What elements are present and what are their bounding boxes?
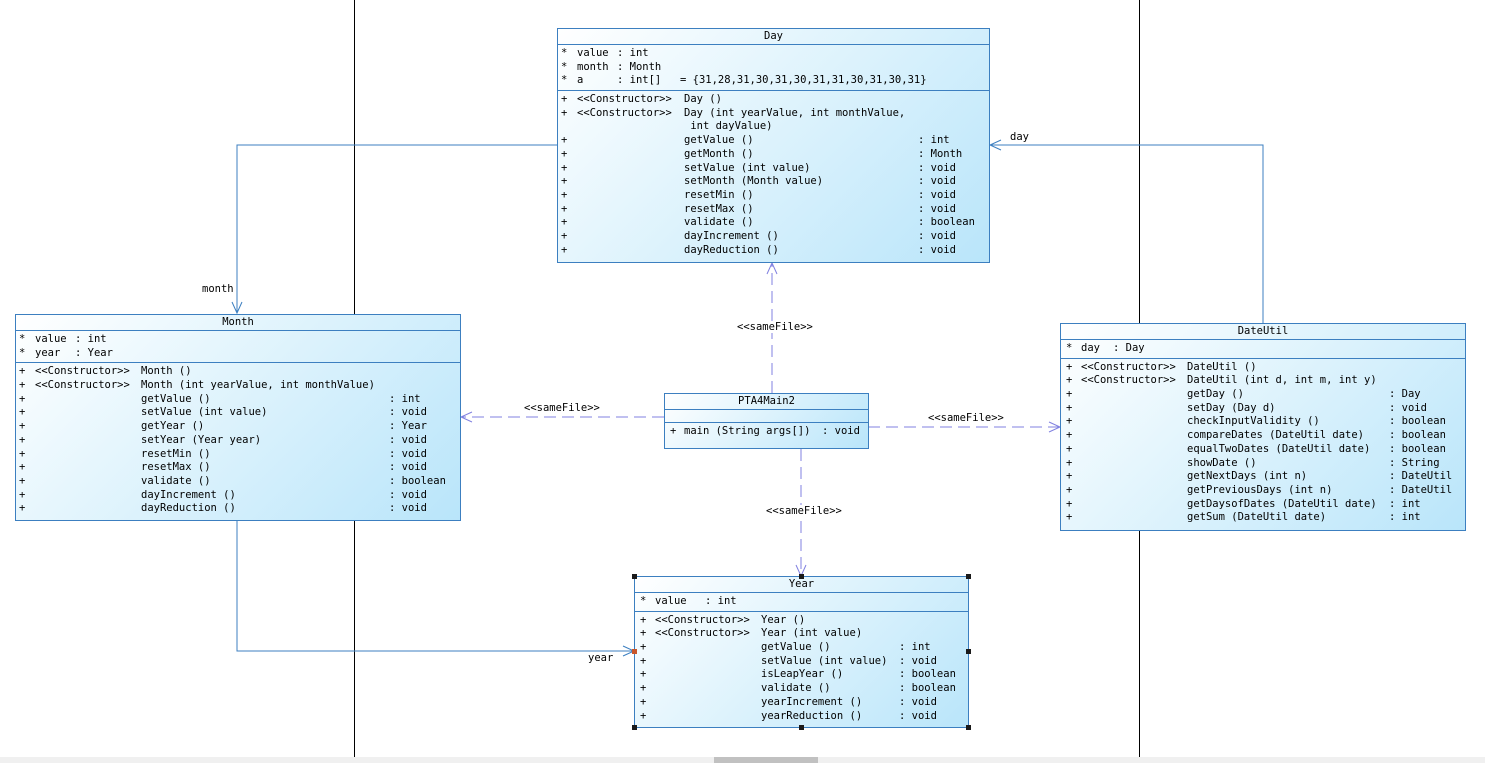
constructor-row: +<<Constructor>>Day (int yearValue, int … — [561, 106, 906, 119]
operation-section: +main (String args[]): void — [665, 423, 868, 441]
attribute-row: *value: int — [19, 333, 107, 345]
constructor-row: +<<Constructor>>Year () — [640, 613, 806, 626]
operation-section: +<<Constructor>>Year () +<<Constructor>>… — [635, 612, 968, 726]
attribute-section: *value: int *month: Month *a: int[]= {31… — [558, 45, 989, 92]
method-row: +dayIncrement (): void — [19, 488, 427, 501]
method-row: +validate (): boolean — [640, 682, 956, 695]
method-row: +setValue (int value): void — [640, 654, 937, 667]
attribute-section: *day: Day — [1061, 340, 1465, 359]
method-row: +showDate (): String — [1066, 456, 1440, 469]
method-row: +yearReduction (): void — [640, 709, 937, 722]
method-row: +yearIncrement (): void — [640, 695, 937, 708]
method-row: +dayIncrement (): void — [561, 229, 956, 242]
method-row: +resetMax (): void — [561, 202, 956, 215]
assoc-day-month — [236, 144, 557, 313]
method-row: +validate (): boolean — [561, 216, 975, 229]
attribute-row: *value: int — [640, 595, 737, 607]
dep-arrow-day — [766, 261, 778, 275]
class-year[interactable]: Year *value: int +<<Constructor>>Year ()… — [634, 576, 969, 728]
class-title: Year — [635, 577, 968, 593]
resize-handle-ne[interactable] — [966, 574, 971, 579]
constructor-row: +<<Constructor>>Month () — [19, 365, 192, 378]
method-row: +validate (): boolean — [19, 474, 446, 487]
role-day-label: day — [1010, 131, 1029, 143]
method-row: +getDay (): Day — [1066, 388, 1421, 401]
horizontal-scrollbar[interactable] — [0, 757, 1485, 763]
constructor-row: +<<Constructor>>DateUtil () — [1066, 360, 1257, 373]
method-row: +getSum (DateUtil date): int — [1066, 511, 1421, 524]
class-title: DateUtil — [1061, 324, 1465, 340]
attribute-section: *value: int *year: Year — [16, 331, 460, 364]
class-title: Day — [558, 29, 989, 45]
resize-handle-e[interactable] — [966, 649, 971, 654]
method-row: +getValue (): int — [640, 641, 931, 654]
constructor-row: +<<Constructor>>Month (int yearValue, in… — [19, 379, 375, 392]
class-dateutil[interactable]: DateUtil *day: Day +<<Constructor>>DateU… — [1060, 323, 1466, 531]
role-month-label: month — [202, 283, 234, 295]
samefile-dateutil-label: <<sameFile>> — [928, 412, 1004, 424]
attribute-row: *year: Year — [19, 346, 113, 359]
attribute-row: *a: int[]= {31,28,31,30,31,30,31,31,30,3… — [561, 74, 927, 87]
attribute-row: *value: int — [561, 47, 649, 59]
samefile-year-label: <<sameFile>> — [766, 505, 842, 517]
dep-arrow-month — [459, 411, 473, 423]
method-row: +getPreviousDays (int n): DateUtil — [1066, 483, 1453, 496]
method-row: +compareDates (DateUtil date): boolean — [1066, 429, 1446, 442]
constructor-row: +<<Constructor>>DateUtil (int d, int m, … — [1066, 374, 1377, 387]
resize-handle-se[interactable] — [966, 725, 971, 730]
class-title: Month — [16, 315, 460, 331]
resize-handle-n[interactable] — [799, 574, 804, 579]
resize-handle-nw[interactable] — [632, 574, 637, 579]
method-row: +dayReduction (): void — [561, 243, 956, 256]
samefile-month-label: <<sameFile>> — [524, 402, 600, 414]
constructor-row: +<<Constructor>>Year (int value) — [640, 627, 863, 640]
method-row: +main (String args[]): void — [670, 425, 860, 437]
method-row: +getValue (): int — [19, 392, 421, 405]
method-row: +getMonth (): Month — [561, 147, 963, 160]
arrow-day — [988, 139, 1002, 151]
class-pta4main2[interactable]: PTA4Main2 +main (String args[]): void — [664, 393, 869, 449]
attribute-section — [665, 410, 868, 423]
arrow-month — [231, 301, 243, 315]
assoc-month-year — [236, 520, 634, 652]
class-month[interactable]: Month *value: int *year: Year +<<Constru… — [15, 314, 461, 521]
class-title: PTA4Main2 — [665, 394, 868, 410]
method-row: +getYear (): Year — [19, 420, 427, 433]
constructor-row: int dayValue) — [684, 120, 773, 133]
resize-handle-s[interactable] — [799, 725, 804, 730]
method-row: +getNextDays (int n): DateUtil — [1066, 470, 1453, 483]
method-row: +resetMax (): void — [19, 461, 427, 474]
constructor-row: +<<Constructor>>Day () — [561, 93, 722, 106]
method-row: +getDaysofDates (DateUtil date): int — [1066, 497, 1421, 510]
method-row: +setValue (int value): void — [19, 406, 427, 419]
attribute-row: *day: Day — [1066, 342, 1145, 354]
operation-section: +<<Constructor>>Month () +<<Constructor>… — [16, 363, 460, 518]
scrollbar-thumb[interactable] — [714, 757, 818, 763]
method-row: +resetMin (): void — [19, 447, 427, 460]
samefile-day-label: <<sameFile>> — [737, 321, 813, 333]
operation-section: +<<Constructor>>DateUtil () +<<Construct… — [1061, 359, 1465, 527]
method-row: +setYear (Year year): void — [19, 433, 427, 446]
role-year-label: year — [588, 652, 614, 664]
resize-handle-w[interactable] — [632, 649, 637, 654]
method-row: +checkInputValidity (): boolean — [1066, 415, 1446, 428]
method-row: +dayReduction (): void — [19, 502, 427, 515]
method-row: +setValue (int value): void — [561, 161, 956, 174]
method-row: +setMonth (Month value): void — [561, 175, 956, 188]
resize-handle-sw[interactable] — [632, 725, 637, 730]
attribute-section: *value: int — [635, 593, 968, 612]
method-row: +resetMin (): void — [561, 188, 956, 201]
method-row: +equalTwoDates (DateUtil date): boolean — [1066, 442, 1446, 455]
assoc-dateutil-day — [990, 144, 1264, 323]
method-row: +getValue (): int — [561, 134, 950, 147]
operation-section: +<<Constructor>>Day () +<<Constructor>>D… — [558, 91, 989, 259]
method-row: +setDay (Day d): void — [1066, 401, 1427, 414]
method-row: +isLeapYear (): boolean — [640, 668, 956, 681]
class-day[interactable]: Day *value: int *month: Month *a: int[]=… — [557, 28, 990, 263]
attribute-row: *month: Month — [561, 60, 662, 73]
